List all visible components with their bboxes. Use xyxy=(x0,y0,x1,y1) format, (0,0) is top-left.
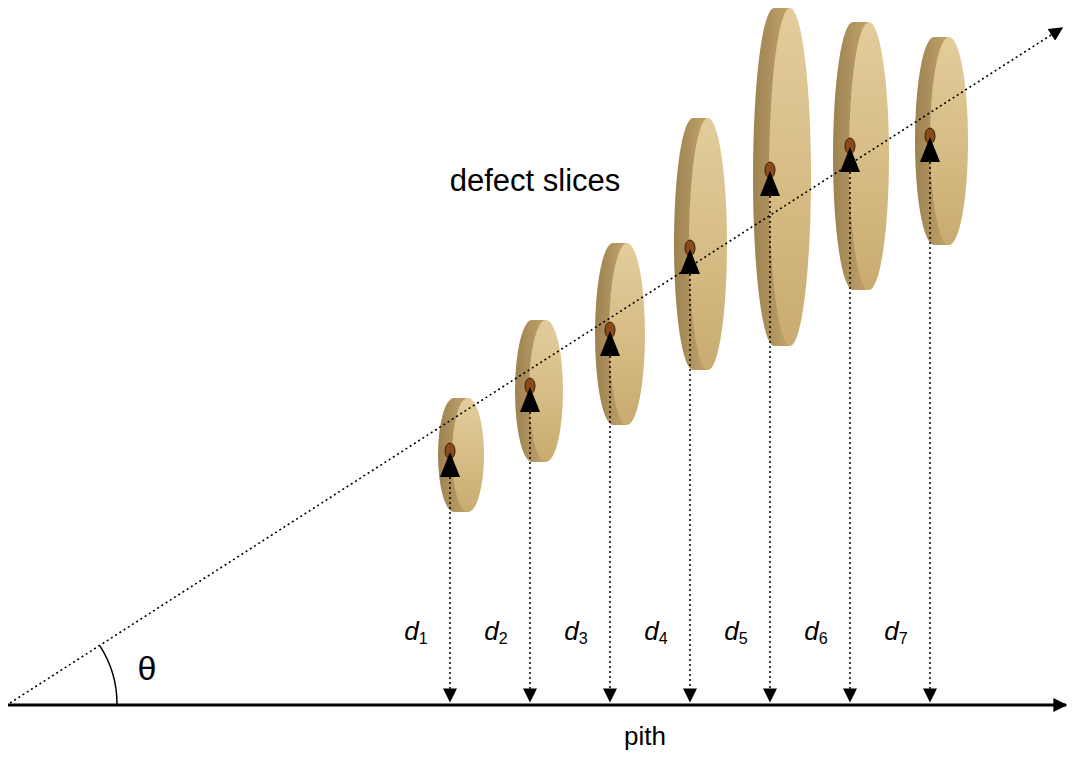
defect-slice xyxy=(915,37,968,245)
slope-line xyxy=(10,28,1062,703)
distance-label: d2 xyxy=(484,618,507,646)
defect-slice xyxy=(438,398,484,512)
text-label: pith xyxy=(624,723,666,749)
distance-label: d7 xyxy=(884,618,907,646)
defect-slice xyxy=(833,22,889,290)
distance-label: d1 xyxy=(404,618,427,646)
defect-marker xyxy=(680,240,700,701)
defect-slice xyxy=(674,118,727,370)
defect-slice xyxy=(515,320,563,462)
defect-marker xyxy=(440,443,460,701)
defect-marker xyxy=(920,128,940,701)
defect-marker xyxy=(520,378,540,701)
defect-marker xyxy=(760,162,780,701)
distance-label: d6 xyxy=(804,618,827,646)
defect-slice xyxy=(595,243,645,425)
defect-marker xyxy=(600,322,620,701)
text-label: defect slices xyxy=(450,165,621,196)
distance-label: d4 xyxy=(644,618,667,646)
pith-axis xyxy=(8,704,1066,707)
defect-marker xyxy=(840,138,860,701)
angle-arc xyxy=(100,646,117,704)
distance-label: d5 xyxy=(724,618,747,646)
text-label: θ xyxy=(138,651,157,685)
distance-label: d3 xyxy=(564,618,587,646)
defect-slice xyxy=(753,8,811,346)
